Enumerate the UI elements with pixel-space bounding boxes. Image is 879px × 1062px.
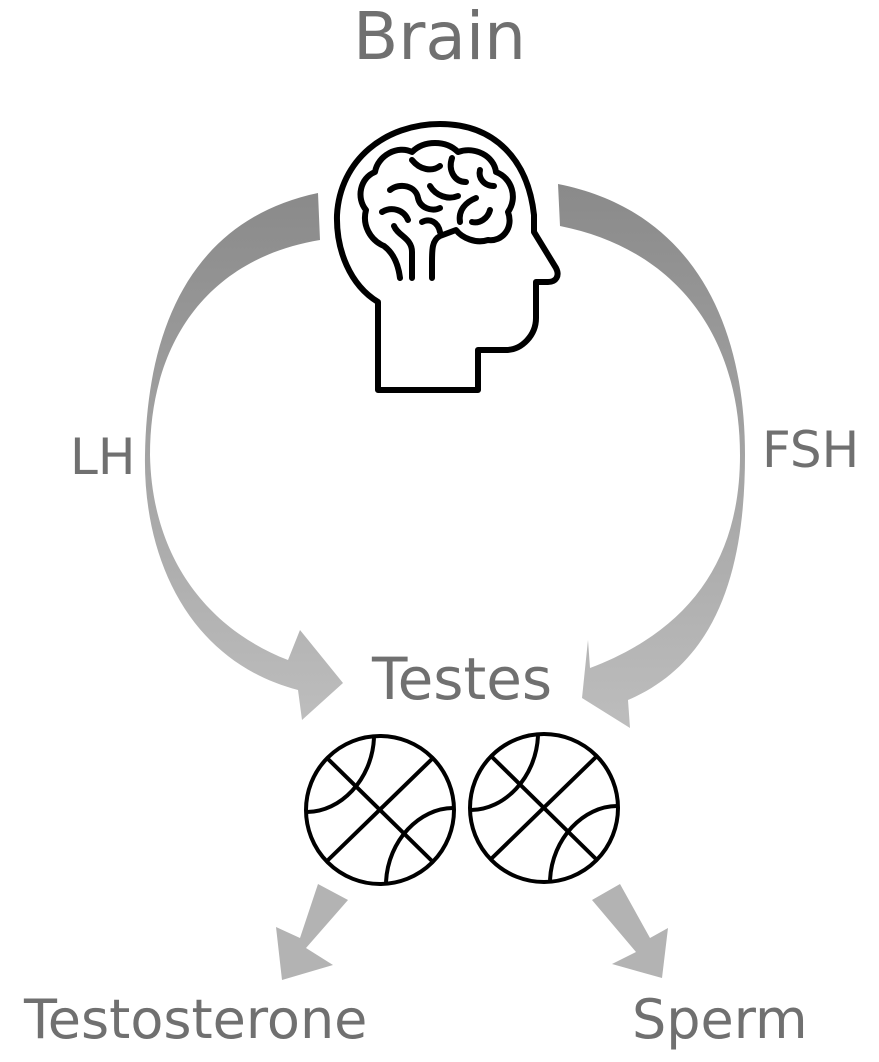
testosterone-arrow: [276, 884, 348, 980]
head-with-brain-icon: [333, 121, 561, 393]
testosterone-label: Testosterone: [24, 988, 368, 1051]
left-testis-sphere-icon: [304, 734, 456, 886]
sperm-label: Sperm: [632, 988, 808, 1051]
brain-title: Brain: [352, 0, 527, 75]
lh-arrow: [144, 193, 343, 720]
fsh-label: FSH: [762, 421, 860, 479]
testes-label: Testes: [372, 645, 553, 713]
sperm-arrow: [592, 884, 668, 978]
right-testis-sphere-icon: [468, 732, 620, 884]
fsh-arrow: [558, 184, 745, 728]
lh-label: LH: [70, 428, 136, 486]
